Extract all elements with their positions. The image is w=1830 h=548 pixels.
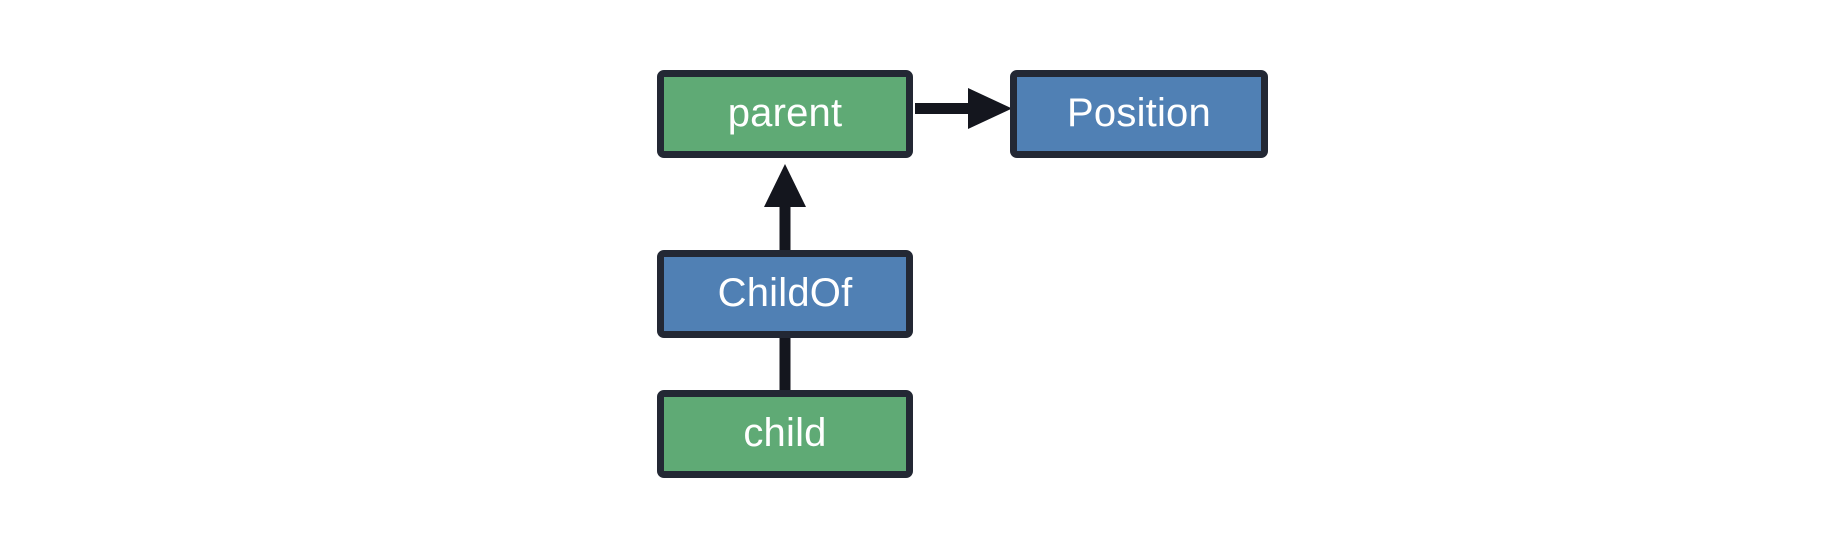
node-parent[interactable]: parent <box>657 70 913 158</box>
edge-child-to-childof-stem <box>779 334 791 394</box>
edge-parent-to-position-arrowhead <box>968 88 1012 129</box>
node-position[interactable]: Position <box>1010 70 1268 158</box>
node-childof-label: ChildOf <box>717 271 853 315</box>
node-child-label: child <box>743 411 827 455</box>
edge-parent-to-position-stem <box>915 103 988 114</box>
edge-child-to-childof <box>779 334 791 394</box>
node-position-label: Position <box>1067 91 1211 135</box>
edge-childof-to-parent <box>764 164 806 252</box>
edge-parent-to-position <box>915 88 1012 129</box>
edge-childof-to-parent-arrowhead <box>764 164 806 207</box>
node-childof[interactable]: ChildOf <box>657 250 913 338</box>
edge-childof-to-parent-stem <box>779 190 791 252</box>
node-parent-label: parent <box>727 91 843 135</box>
node-child[interactable]: child <box>657 390 913 478</box>
